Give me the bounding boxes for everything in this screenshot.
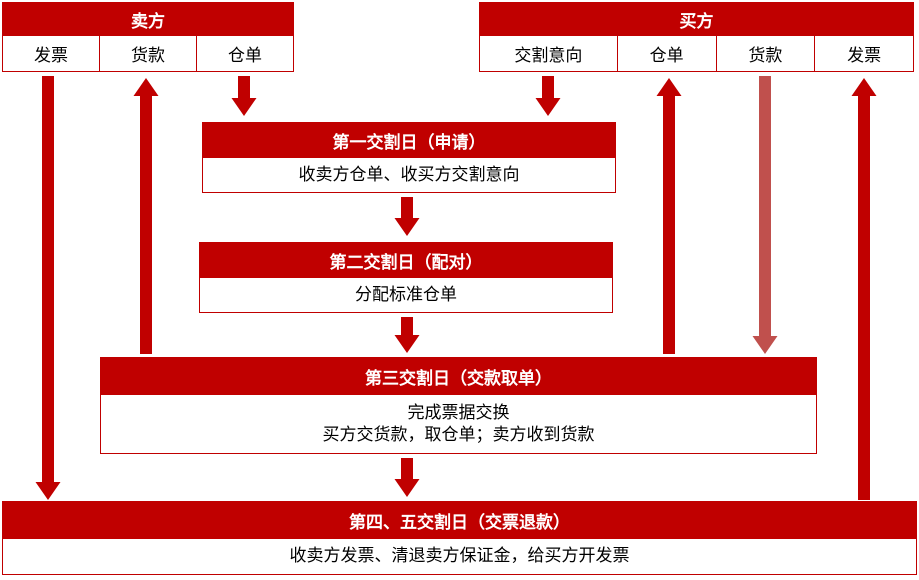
step-3-line-1: 完成票据交换 (407, 402, 510, 423)
step-4-5-box: 第四、五交割日（交票退款） 收卖方发票、清退卖方保证金，给买方开发票 (2, 501, 917, 575)
step-1-title: 第一交割日（申请） (203, 123, 615, 158)
arrow-seller-invoice-down (35, 76, 61, 500)
seller-cell-warehouse-receipt: 仓单 (196, 35, 293, 71)
arrow-step1-to-step2 (394, 197, 420, 236)
step-3-box: 第三交割日（交款取单） 完成票据交换 买方交货款，取仓单；卖方收到货款 (100, 357, 817, 454)
seller-cell-payment: 货款 (99, 35, 196, 71)
seller-box: 卖方 发票 货款 仓单 (2, 2, 294, 72)
step-1-box: 第一交割日（申请） 收卖方仓单、收买方交割意向 (202, 122, 616, 193)
buyer-cell-delivery-intent: 交割意向 (514, 45, 583, 66)
arrow-buyer-receipt-up (656, 78, 682, 354)
arrow-seller-payment-up (133, 78, 159, 354)
step-3-title: 第三交割日（交款取单） (101, 358, 816, 395)
arrow-buyer-intent-down (535, 76, 561, 116)
step-4-5-line-1: 收卖方发票、清退卖方保证金，给买方开发票 (289, 546, 630, 566)
arrow-buyer-payment-down (752, 76, 778, 354)
buyer-title: 买方 (480, 3, 913, 36)
arrow-seller-receipt-down (231, 76, 257, 116)
buyer-box: 买方 交割意向 仓单 货款 发票 (479, 2, 914, 72)
step-2-title: 第二交割日（配对） (200, 243, 612, 278)
arrow-step2-to-step3 (394, 317, 420, 353)
arrow-buyer-invoice-up (851, 78, 877, 500)
step-3-line-2: 买方交货款，取仓单；卖方收到货款 (322, 424, 595, 445)
seller-title: 卖方 (3, 3, 293, 36)
buyer-cell-payment: 货款 (715, 35, 815, 71)
arrow-step3-to-step4 (394, 458, 420, 497)
step-2-box: 第二交割日（配对） 分配标准仓单 (199, 242, 613, 313)
seller-cell-invoice: 发票 (34, 45, 68, 66)
step-1-line-1: 收卖方仓单、收买方交割意向 (298, 164, 520, 185)
step-2-line-1: 分配标准仓单 (355, 284, 457, 305)
step-4-5-title: 第四、五交割日（交票退款） (3, 502, 916, 539)
buyer-cell-invoice: 发票 (814, 35, 913, 71)
buyer-cell-warehouse-receipt: 仓单 (616, 35, 716, 71)
